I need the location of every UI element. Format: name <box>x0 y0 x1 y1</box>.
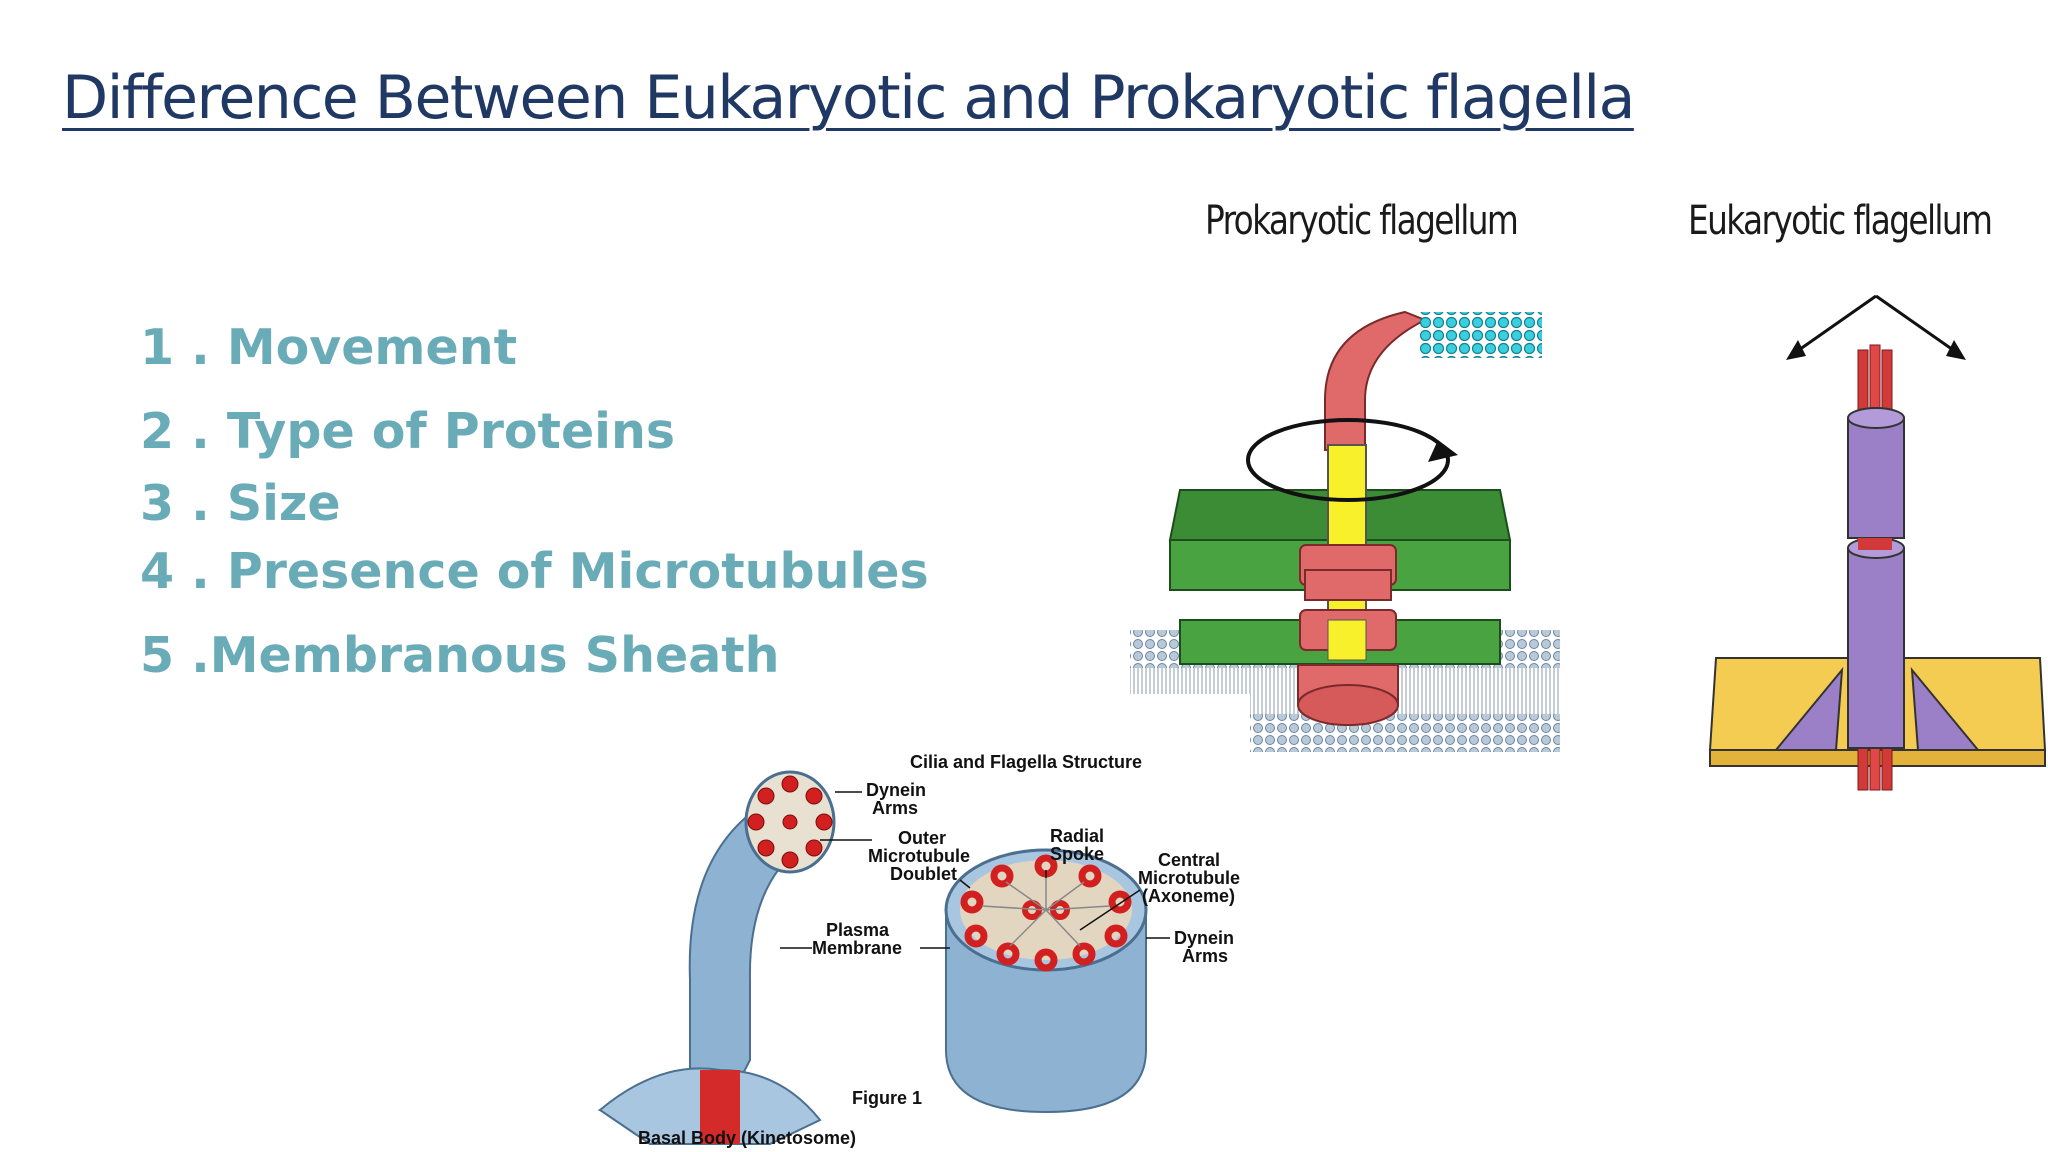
label-dynein-arms-right-1: Dynein <box>1174 928 1234 948</box>
label-dynein-arms-top-1: Dynein <box>866 780 926 800</box>
point-membranous-sheath: 5 .Membranous Sheath <box>140 627 780 684</box>
cilia-flagella-structure-figure: Cilia and Flagella Structure Dynein <box>597 752 1240 1148</box>
point-microtubules: 4 . Presence of Microtubules <box>140 543 929 600</box>
label-central-1: Central <box>1158 850 1220 870</box>
point-size: 3 . Size <box>140 475 341 532</box>
eukaryotic-flagellum-illustration <box>1708 294 2047 791</box>
label-figure-1: Figure 1 <box>852 1088 922 1108</box>
label-radial-2: Spoke <box>1050 844 1104 864</box>
prokaryotic-heading: Prokaryotic flagellum <box>1205 198 1519 244</box>
point-movement: 1 . Movement <box>140 319 518 376</box>
label-plasma-1: Plasma <box>826 920 890 940</box>
label-outer-3: Doublet <box>890 864 957 884</box>
prokaryotic-flagellum-illustration <box>1130 310 1560 752</box>
label-radial-1: Radial <box>1050 826 1104 846</box>
label-dynein-arms-top-2: Arms <box>872 798 918 818</box>
point-type-of-proteins: 2 . Type of Proteins <box>140 403 676 460</box>
label-dynein-arms-right-2: Arms <box>1182 946 1228 966</box>
label-central-3: (Axoneme) <box>1142 886 1235 906</box>
label-basal-body: Basal Body (Kinetosome) <box>638 1128 856 1148</box>
cilia-figure-title: Cilia and Flagella Structure <box>910 752 1142 772</box>
label-plasma-2: Membrane <box>812 938 902 958</box>
label-outer-1: Outer <box>898 828 946 848</box>
label-outer-2: Microtubule <box>868 846 970 866</box>
slide-title: Difference Between Eukaryotic and Prokar… <box>62 63 1635 133</box>
eukaryotic-heading: Eukaryotic flagellum <box>1688 198 1993 244</box>
label-central-2: Microtubule <box>1138 868 1240 888</box>
